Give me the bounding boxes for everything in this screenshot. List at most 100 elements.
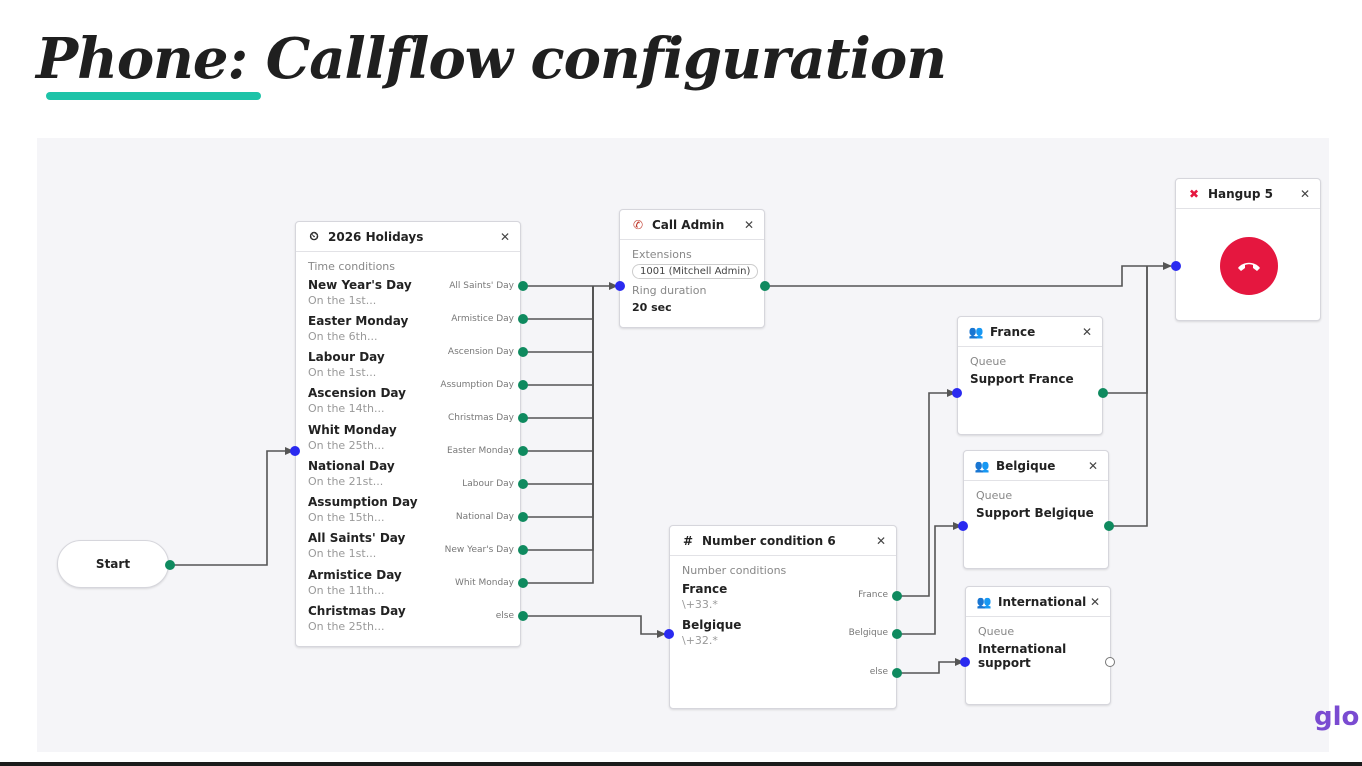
start-output-port[interactable] <box>165 560 175 570</box>
output-label: Ascension Day <box>447 347 514 357</box>
hangup-node[interactable]: ✖ Hangup 5 ✕ <box>1175 178 1321 321</box>
number-condition-output-port[interactable] <box>892 629 902 639</box>
number-condition-output-port[interactable] <box>892 668 902 678</box>
output-label: Belgique <box>848 628 888 638</box>
wire-start-holidays <box>170 447 294 566</box>
number-condition-input-port[interactable] <box>664 629 674 639</box>
number-condition-node-header: # Number condition 6 ✕ <box>670 526 896 556</box>
number-conditions-label: Number conditions <box>682 564 787 577</box>
international-node-title: International <box>998 594 1087 609</box>
holidays-output-port[interactable] <box>518 380 528 390</box>
users-icon: 👥 <box>976 594 992 609</box>
queue-label: Queue <box>970 355 1007 368</box>
france-queue-output-port[interactable] <box>1098 388 1108 398</box>
queue-value: International support <box>978 642 1067 670</box>
users-icon: 👥 <box>968 324 984 339</box>
belgique-node-header: 👥 Belgique ✕ <box>964 451 1108 481</box>
output-label: else <box>869 667 888 677</box>
belgique-queue-node[interactable]: 👥 Belgique ✕ Queue Support Belgique <box>963 450 1109 569</box>
title-area: Phone: Callflow configuration <box>36 22 947 112</box>
close-icon[interactable]: ✕ <box>743 217 754 232</box>
holidays-node-title: 2026 Holidays <box>328 229 424 244</box>
queue-value: Support Belgique <box>976 506 1094 520</box>
holidays-input-port[interactable] <box>290 446 300 456</box>
close-icon[interactable]: ✕ <box>1081 324 1092 339</box>
wire-belgique-number-to-belgique-queue <box>897 522 962 635</box>
france-queue-node[interactable]: 👥 France ✕ Queue Support France <box>957 316 1103 435</box>
holidays-output-port[interactable] <box>518 479 528 489</box>
output-label: Easter Monday <box>446 446 514 456</box>
hangup-phone-icon <box>1220 237 1278 295</box>
international-queue-node[interactable]: 👥 International ✕ Queue International su… <box>965 586 1111 705</box>
close-icon[interactable]: ✕ <box>499 229 510 244</box>
france-queue-input-port[interactable] <box>952 388 962 398</box>
number-condition-node-title: Number condition 6 <box>702 533 836 548</box>
output-label: All Saints' Day <box>449 281 514 291</box>
callflow-canvas[interactable]: Start ⏲ 2026 Holidays ✕ Time conditions … <box>37 138 1329 752</box>
international-node-header: 👥 International ✕ <box>966 587 1110 617</box>
call-admin-node[interactable]: ✆ Call Admin ✕ Extensions 1001 (Mitchell… <box>619 209 765 328</box>
call-admin-input-port[interactable] <box>615 281 625 291</box>
wire-national <box>523 286 594 518</box>
close-icon[interactable]: ✕ <box>1089 594 1100 609</box>
start-node[interactable]: Start <box>57 540 169 588</box>
holidays-output-port[interactable] <box>518 512 528 522</box>
queue-value: Support France <box>970 372 1074 386</box>
call-admin-node-title: Call Admin <box>652 217 725 232</box>
holidays-output-port[interactable] <box>518 578 528 588</box>
wire-else-to-international <box>897 658 964 674</box>
bottom-border <box>0 762 1362 766</box>
holidays-output-port[interactable] <box>518 281 528 291</box>
queue-label: Queue <box>978 625 1015 638</box>
wire-armistice <box>523 286 594 320</box>
time-conditions-label: Time conditions <box>308 260 396 273</box>
number-condition-item: France\+33.* <box>682 582 728 611</box>
belgique-queue-output-port[interactable] <box>1104 521 1114 531</box>
hangup-input-port[interactable] <box>1171 261 1181 271</box>
ring-duration-value: 20 sec <box>632 301 672 314</box>
hash-icon: # <box>682 533 694 548</box>
wire-else-number-condition <box>523 615 666 638</box>
output-label: else <box>495 611 514 621</box>
output-label: Labour Day <box>462 479 514 489</box>
international-queue-output-port[interactable] <box>1105 657 1115 667</box>
number-condition-output-port[interactable] <box>892 591 902 601</box>
close-icon[interactable]: ✕ <box>1087 458 1098 473</box>
holidays-output-port[interactable] <box>518 611 528 621</box>
extension-chip[interactable]: 1001 (Mitchell Admin) <box>632 264 759 279</box>
belgique-queue-input-port[interactable] <box>958 521 968 531</box>
wire-france-queue-hangup <box>1103 266 1148 394</box>
close-icon[interactable]: ✕ <box>875 533 886 548</box>
close-icon[interactable]: ✕ <box>1299 186 1310 201</box>
extensions-label: Extensions <box>632 248 692 261</box>
wire-whit <box>523 286 594 584</box>
international-queue-input-port[interactable] <box>960 657 970 667</box>
ring-duration-label: Ring duration <box>632 284 707 297</box>
hangup-node-title: Hangup 5 <box>1208 186 1273 201</box>
holidays-output-port[interactable] <box>518 347 528 357</box>
phone-icon: ✆ <box>632 217 644 232</box>
call-admin-output-port[interactable] <box>760 281 770 291</box>
number-condition-node[interactable]: # Number condition 6 ✕ Number conditions… <box>669 525 897 709</box>
hangup-node-header: ✖ Hangup 5 ✕ <box>1176 179 1320 209</box>
close-icon: ✖ <box>1188 186 1200 201</box>
page-title: Phone: Callflow configuration <box>36 26 947 92</box>
holidays-node-header: ⏲ 2026 Holidays ✕ <box>296 222 520 252</box>
clock-icon: ⏲ <box>309 229 319 243</box>
holidays-output-port[interactable] <box>518 446 528 456</box>
holidays-output-port[interactable] <box>518 413 528 423</box>
connection-wires <box>170 262 1172 674</box>
wire-call-admin-hangup <box>766 262 1172 287</box>
wire-assumption <box>523 286 594 386</box>
holidays-node[interactable]: ⏲ 2026 Holidays ✕ Time conditions New Ye… <box>295 221 521 647</box>
holidays-output-port[interactable] <box>518 314 528 324</box>
holidays-output-port[interactable] <box>518 545 528 555</box>
number-condition-item: Belgique\+32.* <box>682 618 742 647</box>
